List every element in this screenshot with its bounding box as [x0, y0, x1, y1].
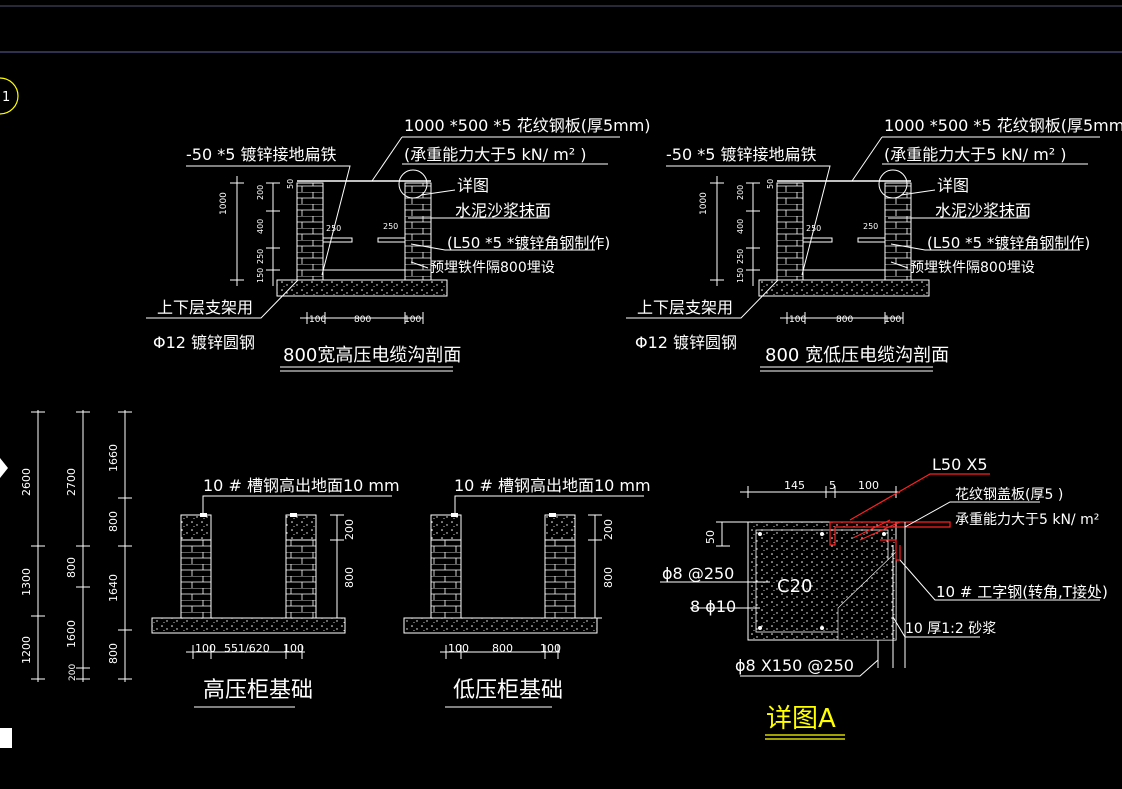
lv-cabinet-foundation: 200 800 100 800 100 10 # 槽钢高出地面10 mm 低压柜… [403, 476, 651, 708]
lv-cabinet-title: 低压柜基础 [453, 678, 563, 703]
hv-cab-dim-h-100b: 100 [283, 642, 304, 655]
hv-dim-250: 250 [256, 249, 265, 264]
lv-dim-400: 400 [736, 219, 745, 234]
hv-bracket-label: 上下层支架用 [157, 298, 253, 317]
section-marker-label: 1 [2, 90, 10, 105]
lv-mortar-label: 水泥沙浆抹面 [935, 201, 1031, 220]
lv-angle-label: (L50 *5 *镀锌角钢制作) [927, 234, 1090, 252]
hv-dim-200: 200 [256, 185, 265, 200]
lv-dim-50: 50 [766, 179, 775, 189]
lv-trench-slab [758, 279, 930, 297]
lv-cab-dim-h-800: 800 [492, 642, 513, 655]
lv-trench-bracket-left [803, 237, 833, 243]
detail-a-title: 详图A [766, 704, 836, 734]
lv-flat-iron-label: -50 *5 镀锌接地扁铁 [666, 145, 817, 164]
lv-capacity-label: (承重能力大于5 kN/ m² ) [884, 145, 1067, 164]
lv-embedded-label: 预埋铁件隔800埋设 [910, 260, 1035, 276]
detail-a-angle-label: L50 X5 [932, 455, 988, 474]
dim-col3-800b: 800 [107, 643, 120, 664]
lv-dim-200: 200 [736, 185, 745, 200]
lv-trench-wall-right [884, 182, 912, 281]
detail-a-rebar1-label: ϕ8 @250 [662, 564, 734, 583]
dim-col1-2600: 2600 [20, 468, 33, 496]
hv-dim-400: 400 [256, 219, 265, 234]
dim-col2-200: 200 [68, 664, 78, 681]
lv-dim-150: 150 [736, 268, 745, 283]
left-dimension-columns: 2600 1300 1200 2700 800 1600 200 1660 80… [0, 410, 132, 748]
hv-plate-label: 1000 *500 *5 花纹钢板(厚5mm) [404, 116, 651, 135]
detail-a-dim-5: 5 [829, 479, 836, 492]
detail-a-dim-50: 50 [704, 530, 717, 544]
lv-trench-title: 800 宽低压电缆沟剖面 [765, 345, 949, 366]
dim-col2-800: 800 [65, 557, 78, 578]
hv-embedded-label: 预埋铁件隔800埋设 [430, 260, 555, 276]
detail-a-ibeam-label: 10 # 工字钢(转角,T接处) [936, 583, 1108, 601]
hv-trench-wall-left [296, 182, 324, 281]
detail-a-capacity-label: 承重能力大于5 kN/ m² [955, 512, 1099, 528]
detail-a: 145 5 100 50 L50 X5 花纹钢盖板(厚5 ) 承重能力大于5 k… [660, 455, 1108, 740]
section-marker: 1 [0, 77, 19, 115]
hv-rod-label: Φ12 镀锌圆钢 [153, 333, 255, 352]
hv-trench-section: 1000 200 400 250 150 50 250 250 100 800 … [146, 116, 651, 372]
hv-trench-title: 800宽高压电缆沟剖面 [283, 345, 461, 366]
detail-a-dim-145: 145 [784, 479, 805, 492]
lv-cab-dim-200: 200 [602, 519, 615, 540]
dim-col3-800: 800 [107, 511, 120, 532]
hv-dim-h-800: 800 [354, 315, 371, 325]
hv-dim-h-100a: 100 [309, 315, 326, 325]
dim-col2-2700: 2700 [65, 468, 78, 496]
hv-cab-channel-label: 10 # 槽钢高出地面10 mm [203, 476, 400, 495]
hv-trench-bracket-right [377, 237, 405, 243]
hv-dim-150: 150 [256, 268, 265, 283]
lv-rod-label: Φ12 镀锌圆钢 [635, 333, 737, 352]
detail-a-rebar2-label: 8 ϕ10 [690, 597, 736, 616]
hv-trench-bracket-left [323, 237, 353, 243]
hv-cab-dim-h-100a: 100 [195, 642, 216, 655]
lv-detail-label: 详图 [937, 176, 969, 195]
hv-cab-dim-200: 200 [343, 519, 356, 540]
hv-cabinet-title: 高压柜基础 [203, 678, 313, 703]
detail-a-cover-label: 花纹钢盖板(厚5 ) [955, 487, 1063, 503]
dim-col3-1660: 1660 [107, 444, 120, 472]
lv-bracket-label: 上下层支架用 [637, 298, 733, 317]
lv-cab-dim-h-100b: 100 [540, 642, 561, 655]
hv-cab-dim-h-551: 551/620 [224, 642, 270, 655]
detail-a-dim-100: 100 [858, 479, 879, 492]
lv-dim-arm-right: 250 [863, 222, 878, 231]
hv-cabinet-foundation: 200 800 100 551/620 100 10 # 槽钢高出地面10 mm… [151, 476, 400, 708]
lv-trench-wall-left [776, 182, 804, 281]
hv-trench-wall-right [404, 182, 432, 281]
hv-capacity-label: (承重能力大于5 kN/ m² ) [404, 145, 587, 164]
dim-col1-1300: 1300 [20, 568, 33, 596]
hv-flat-iron-label: -50 *5 镀锌接地扁铁 [186, 145, 337, 164]
hv-dim-arm-right: 250 [383, 222, 398, 231]
lv-cab-channel-label: 10 # 槽钢高出地面10 mm [454, 476, 651, 495]
hv-angle-label: (L50 *5 *镀锌角钢制作) [447, 234, 610, 252]
lv-dim-h-100b: 100 [884, 315, 901, 325]
lv-dim-1000: 1000 [699, 192, 709, 215]
dim-col1-1200: 1200 [20, 636, 33, 664]
lv-dim-h-800: 800 [836, 315, 853, 325]
lv-trench-bracket-right [857, 237, 885, 243]
lv-cab-dim-800: 800 [602, 567, 615, 588]
dim-col2-1600: 1600 [65, 620, 78, 648]
detail-a-stirrup-label: ϕ8 X150 @250 [735, 656, 854, 675]
hv-detail-label: 详图 [457, 176, 489, 195]
lv-trench-section: 1000 200 400 250 150 50 250 250 100 800 … [626, 116, 1122, 372]
dim-col3-1640: 1640 [107, 574, 120, 602]
detail-a-concrete-label: C20 [777, 576, 812, 597]
hv-trench-slab [276, 279, 448, 297]
lv-plate-label: 1000 *500 *5 花纹钢板(厚5mm) [884, 116, 1122, 135]
hv-dim-50: 50 [286, 179, 295, 189]
lv-dim-h-100a: 100 [789, 315, 806, 325]
drawing-frame [0, 5, 1122, 53]
hv-cab-dim-800: 800 [343, 567, 356, 588]
hv-dim-h-100b: 100 [404, 315, 421, 325]
lv-dim-250: 250 [736, 249, 745, 264]
hv-mortar-label: 水泥沙浆抹面 [455, 201, 551, 220]
lv-cab-dim-h-100a: 100 [448, 642, 469, 655]
detail-a-mortar-label: 10 厚1:2 砂浆 [905, 621, 996, 637]
hv-dim-1000: 1000 [219, 192, 229, 215]
